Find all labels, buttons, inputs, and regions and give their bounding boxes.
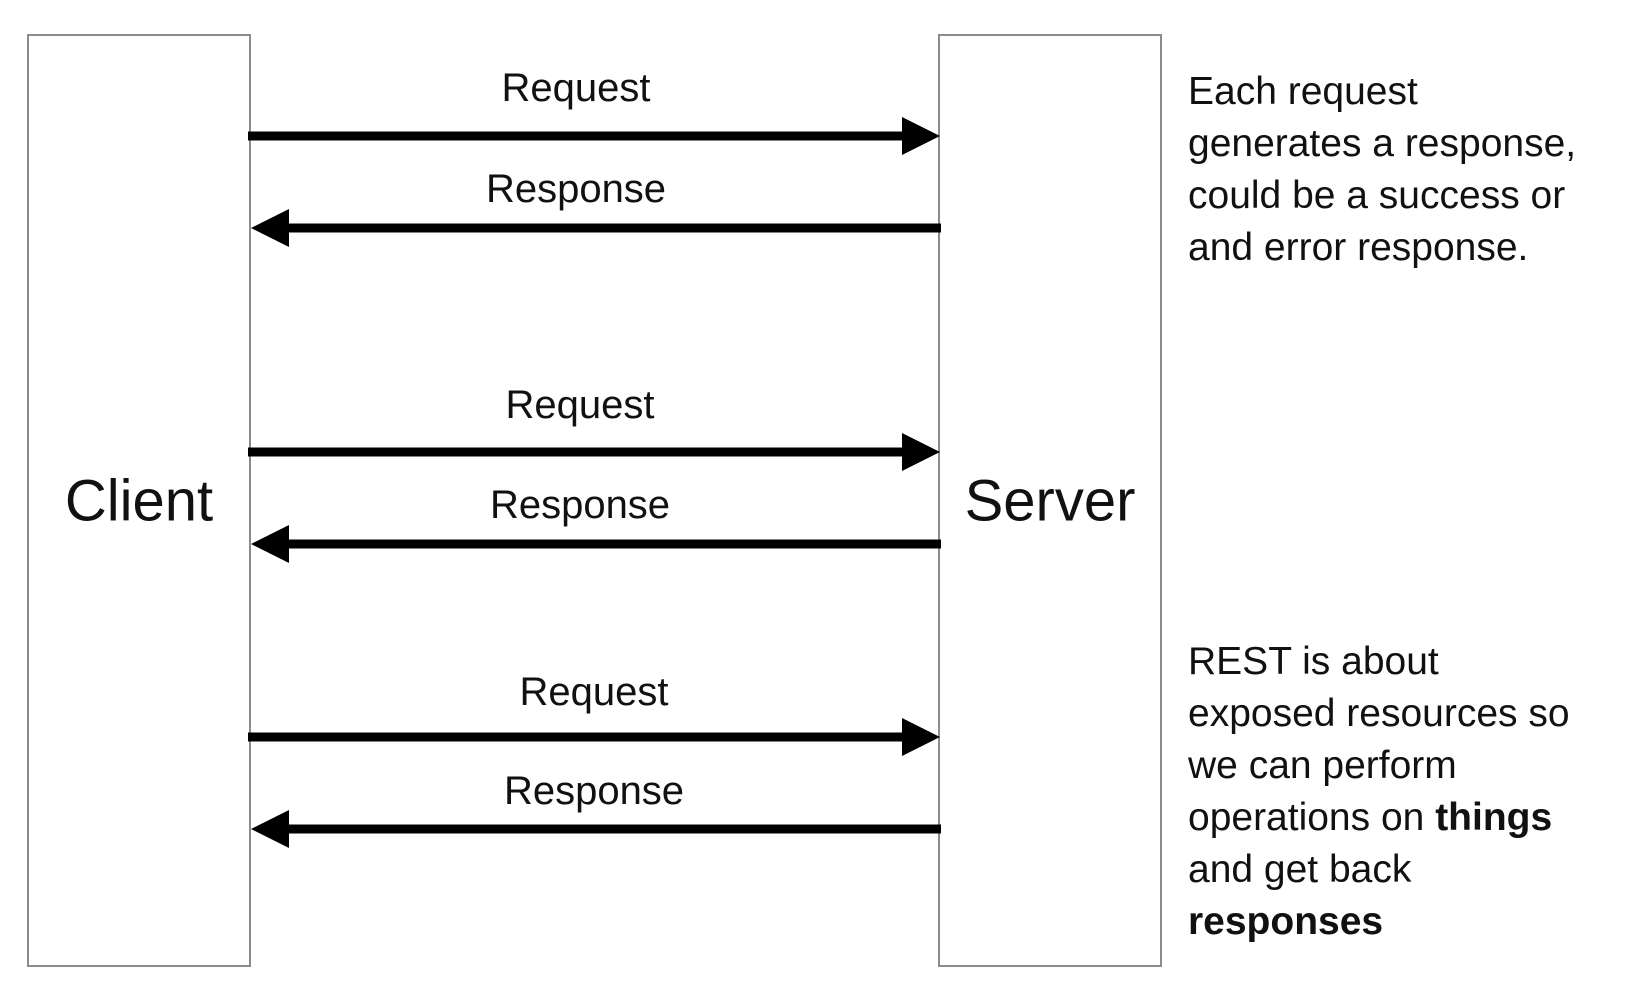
request-label-2: Request [506, 383, 655, 427]
note-bottom-line-4-text: operations on [1188, 796, 1436, 839]
note-request-response: Each request generates a response, could… [1188, 66, 1576, 274]
request-arrow-3-head [902, 718, 940, 756]
request-label-1: Request [502, 66, 651, 110]
client-box: Client [27, 34, 251, 967]
request-label-3: Request [520, 670, 669, 714]
server-label: Server [964, 468, 1136, 533]
request-arrow-1-head [902, 117, 940, 155]
response-arrow-2-head [251, 525, 289, 563]
note-top-line-1: Each request [1188, 70, 1418, 113]
note-top-line-2: generates a response, [1188, 122, 1577, 165]
server-box: Server [938, 34, 1162, 967]
note-rest-resources: REST is about exposed resources so we ca… [1188, 636, 1570, 948]
note-bottom-line-3: we can perform [1188, 744, 1457, 787]
note-top-line-4: and error response. [1188, 226, 1529, 269]
response-label-1: Response [486, 167, 666, 211]
client-label: Client [64, 468, 214, 533]
response-arrow-3-head [251, 810, 289, 848]
response-arrow-1-head [251, 209, 289, 247]
note-bottom-line-2: exposed resources so [1188, 692, 1570, 735]
note-bottom-line-5: and get back [1188, 848, 1412, 891]
response-label-3: Response [504, 769, 684, 813]
note-bottom-line-6: responses [1188, 896, 1570, 948]
note-top-line-3: could be a success or [1188, 174, 1566, 217]
note-bottom-responses: responses [1188, 900, 1384, 943]
request-arrow-2-head [902, 433, 940, 471]
note-bottom-line-1: REST is about [1188, 640, 1439, 683]
note-bottom-line-4: operations on things [1188, 792, 1570, 844]
response-label-2: Response [490, 483, 670, 527]
note-bottom-things: things [1435, 796, 1553, 839]
